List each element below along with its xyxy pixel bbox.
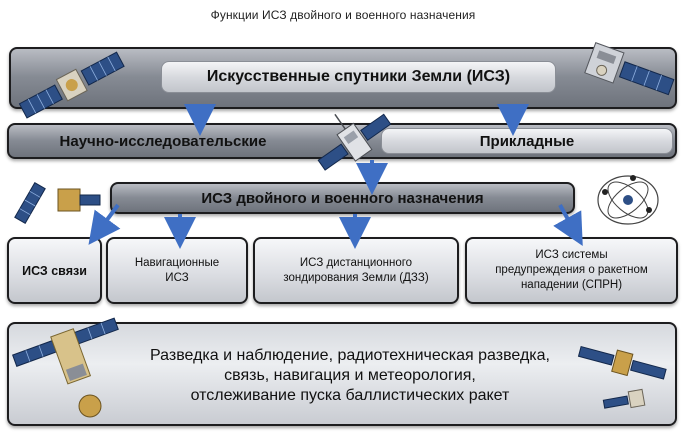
dual-use-label: ИСЗ двойного и военного назначения	[201, 189, 484, 207]
functions-text: Разведка и наблюдение, радиотехническая …	[150, 347, 550, 404]
page-title: Функции ИСЗ двойного и военного назначен…	[210, 8, 476, 22]
satellite-icon	[12, 317, 119, 418]
category-box-communications: ИСЗ связи	[7, 237, 102, 304]
dual-use-box: ИСЗ двойного и военного назначения	[110, 182, 575, 214]
functions-box	[7, 322, 677, 426]
research-label: Научно-исследовательские	[59, 132, 267, 150]
top-box-label: Искусственные спутники Земли (ИСЗ)	[161, 61, 556, 93]
satellite-icon	[584, 42, 675, 96]
top-box: Искусственные спутники Земли (ИСЗ)	[9, 47, 677, 109]
satellite-icon	[18, 51, 125, 119]
arrow-to-missile-warning	[553, 204, 583, 246]
arrow-to-communications	[88, 203, 121, 245]
satellite-icon	[577, 345, 667, 409]
satellite-icon	[317, 113, 392, 171]
satellite-icon	[14, 181, 101, 225]
satellite-icon	[597, 175, 659, 225]
